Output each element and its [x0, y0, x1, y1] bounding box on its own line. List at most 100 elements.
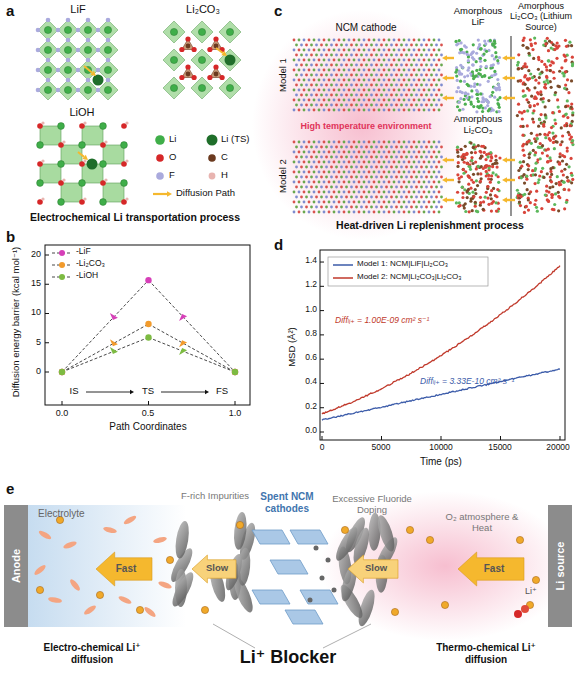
ncm-atom: [305, 104, 308, 107]
ncm-atom: [318, 201, 321, 204]
li2co3-atom: [540, 60, 543, 63]
ncm-atom: [325, 54, 328, 57]
li-ion: [136, 606, 143, 613]
lif-octahedron: [58, 40, 78, 60]
ncm-atom: [433, 59, 436, 62]
ncm-atom: [313, 151, 316, 154]
ncm-atom: [418, 211, 421, 214]
lif-atom: [457, 86, 460, 89]
solvent-molecule: [118, 595, 133, 606]
ncm-atom: [395, 186, 398, 189]
ncm-atom: [420, 44, 423, 47]
ncm-atom: [395, 196, 398, 199]
li2co3-atom: [530, 132, 533, 135]
electrolyte-region: [28, 505, 186, 627]
li2co3-atom: [563, 87, 566, 90]
ncm-atom: [388, 79, 391, 82]
arrow-head: [502, 75, 507, 81]
ncm-atom: [300, 64, 303, 67]
ncm-atom: [383, 181, 386, 184]
li-atom: [121, 180, 128, 187]
ncm-atom: [403, 79, 406, 82]
solvent-molecule: [123, 514, 138, 526]
ncm-atom: [300, 206, 303, 209]
ncm-atom: [395, 156, 398, 159]
li2co3-atom: [516, 189, 519, 192]
f-atom: [56, 88, 61, 93]
li2co3-atom: [566, 179, 569, 182]
ncm-atom: [313, 161, 316, 164]
ncm-atom: [320, 84, 323, 87]
impurity-particle: [232, 511, 248, 550]
ncm-atom: [293, 171, 296, 174]
li-ts-atom: [225, 55, 236, 66]
li2co3-atom: [543, 133, 546, 136]
ncm-atom: [300, 54, 303, 57]
energy-path: [149, 337, 236, 372]
lif-atom: [496, 78, 499, 81]
lioh-octahedron: [40, 126, 61, 145]
ncm-atom: [295, 54, 298, 57]
li2co3-atom: [560, 140, 563, 143]
ncm-atom: [295, 176, 298, 179]
ncm-atom: [330, 176, 333, 179]
lif-atom: [454, 40, 457, 43]
li-ion: [36, 586, 43, 593]
ncm-atom: [308, 171, 311, 174]
arrow-head: [130, 390, 134, 394]
li2co3-atom: [461, 192, 464, 195]
lif-atom: [479, 65, 482, 68]
li2co3-atom: [542, 123, 545, 126]
li2co3-atom: [540, 98, 543, 101]
ncm-atom: [295, 186, 298, 189]
ncm-atom: [355, 74, 358, 77]
ncm-atom: [333, 141, 336, 144]
ncm-atom: [368, 141, 371, 144]
ncm-atom: [420, 196, 423, 199]
ncm-atom: [318, 211, 321, 214]
lif-octahedron: [78, 20, 98, 40]
lif-atom: [466, 74, 469, 77]
ncm-atom: [378, 49, 381, 52]
f-atom: [36, 28, 41, 33]
li2co3-atom: [544, 86, 547, 89]
ncm-atom: [413, 79, 416, 82]
li2co3-atom: [463, 206, 466, 209]
ncm-atom: [308, 49, 311, 52]
li2co3-atom: [561, 72, 564, 75]
li2co3-atom: [466, 190, 469, 193]
li2co3-atom: [565, 163, 568, 166]
ncm-atom: [395, 64, 398, 67]
ncm-atom: [378, 79, 381, 82]
ncm-atom: [400, 94, 403, 97]
ncm-atom: [413, 191, 416, 194]
ncm-atom: [293, 39, 296, 42]
li2co3-atom: [461, 186, 464, 189]
li2co3-atom: [561, 159, 564, 162]
interface-line: [510, 36, 511, 216]
li-ts-atom: [87, 159, 98, 170]
li2co3-atom: [482, 209, 485, 212]
li2co3-atom: [456, 146, 459, 149]
li-atom: [100, 161, 107, 168]
ncm-atom: [300, 186, 303, 189]
ncm-atom: [308, 59, 311, 62]
li2co3-atom: [527, 198, 530, 201]
ncm-atom: [308, 161, 311, 164]
ncm-atom: [333, 49, 336, 52]
li2co3-atom: [457, 155, 460, 158]
li2co3-atom: [551, 185, 554, 188]
li2co3-atom: [537, 58, 540, 61]
ncm-atom: [355, 94, 358, 97]
ncm-atom: [370, 74, 373, 77]
ncm-atom: [320, 54, 323, 57]
ncm-atom: [315, 94, 318, 97]
ncm-atom: [398, 161, 401, 164]
ncm-atom: [335, 74, 338, 77]
path-marker: [179, 314, 187, 321]
li-ion: [96, 591, 103, 598]
li2co3-atom: [563, 188, 566, 191]
ncm-atom: [350, 64, 353, 67]
ncm-atom: [303, 39, 306, 42]
ncm-atom: [430, 186, 433, 189]
